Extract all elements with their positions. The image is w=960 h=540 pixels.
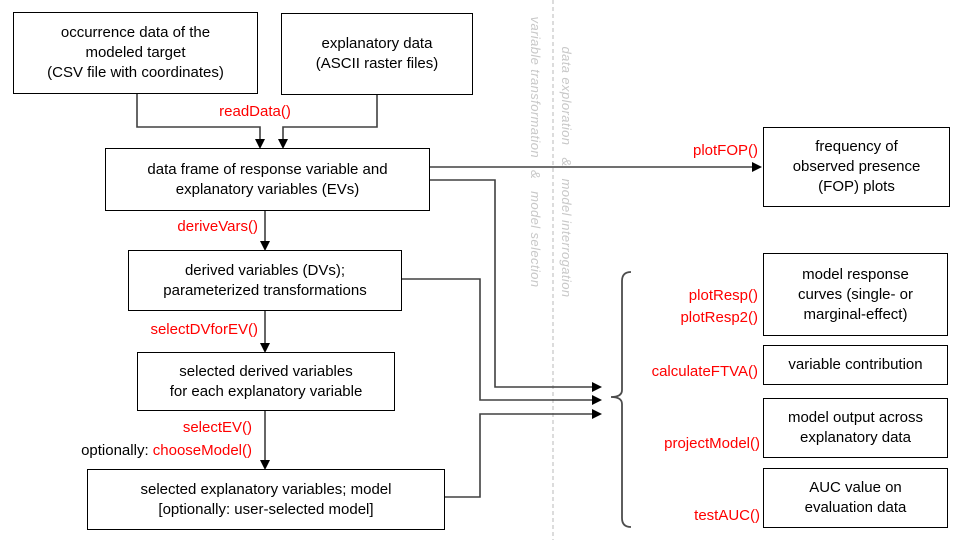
explanatory-data-box: explanatory data (ASCII raster files) <box>281 13 473 95</box>
arrowhead-right-icon <box>592 382 602 392</box>
projectmodel-function-label: projectModel() <box>664 435 760 452</box>
selected-ev-box: selected explanatory variables; model [o… <box>87 469 445 530</box>
variable-contribution-box: variable contribution <box>763 345 948 385</box>
selected-dv-box: selected derived variables for each expl… <box>137 352 395 411</box>
section-label-right: data exploration & model interrogation <box>559 46 574 298</box>
calculateftva-function-label: calculateFTVA() <box>651 363 758 380</box>
optionally-label: optionally: <box>81 442 153 459</box>
arrowhead-right-icon <box>592 409 602 419</box>
selectdvforev-function-label: selectDVforEV() <box>150 321 258 338</box>
selectev-function-label: selectEV() <box>182 419 252 436</box>
dataframe-box: data frame of response variable and expl… <box>105 148 430 211</box>
occurrence-data-box: occurrence data of the modeled target (C… <box>13 12 258 94</box>
auc-value-box: AUC value on evaluation data <box>763 468 948 528</box>
optionally-choosemodel-line: optionally: chooseModel() <box>20 441 252 461</box>
plotfop-function-label: plotFOP() <box>692 142 758 159</box>
arrowhead-right-icon <box>592 395 602 405</box>
section-label-left: variable transformation & model selectio… <box>528 16 543 288</box>
arrowhead-right-icon <box>752 162 762 172</box>
fop-plots-box: frequency of observed presence (FOP) plo… <box>763 127 950 207</box>
selectedev-to-brace-connector <box>445 413 592 498</box>
derivevars-function-label: deriveVars() <box>177 218 258 235</box>
derived-variables-box: derived variables (DVs); parameterized t… <box>128 250 402 311</box>
response-curves-box: model response curves (single- or margin… <box>763 253 948 336</box>
plotresp2-function-label: plotResp2() <box>680 309 758 326</box>
readdata-function-label: readData() <box>219 103 291 120</box>
model-output-box: model output across explanatory data <box>763 398 948 458</box>
plotresp-function-label: plotResp() <box>688 287 758 304</box>
choosemodel-function-label: chooseModel() <box>152 442 252 459</box>
testauc-function-label: testAUC() <box>694 507 760 524</box>
